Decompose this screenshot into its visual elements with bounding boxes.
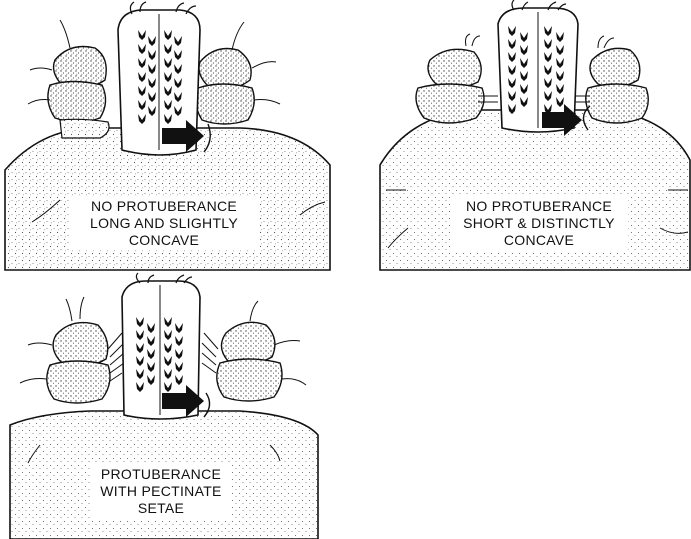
caption-line: NO PROTUBERANCE (454, 198, 624, 215)
caption-line: CONCAVE (454, 232, 624, 249)
panel-no-protuberance-short: NO PROTUBERANCE SHORT & DISTINCTLY CONCA… (378, 0, 691, 270)
caption-line: CONCAVE (74, 232, 254, 249)
panel-protuberance-pectinate: PROTUBERANCE WITH PECTINATE SETAE (0, 275, 330, 539)
caption-line: SETAE (96, 500, 226, 517)
caption-line: WITH PECTINATE (96, 483, 226, 500)
caption-line: NO PROTUBERANCE (74, 198, 254, 215)
caption-b: NO PROTUBERANCE SHORT & DISTINCTLY CONCA… (450, 197, 628, 250)
caption-line: PROTUBERANCE (96, 466, 226, 483)
caption-c: PROTUBERANCE WITH PECTINATE SETAE (92, 465, 230, 518)
caption-line: LONG AND SLIGHTLY (74, 215, 254, 232)
caption-line: SHORT & DISTINCTLY (454, 215, 624, 232)
caption-a: NO PROTUBERANCE LONG AND SLIGHTLY CONCAV… (70, 197, 258, 250)
panel-no-protuberance-long: NO PROTUBERANCE LONG AND SLIGHTLY CONCAV… (0, 0, 330, 270)
